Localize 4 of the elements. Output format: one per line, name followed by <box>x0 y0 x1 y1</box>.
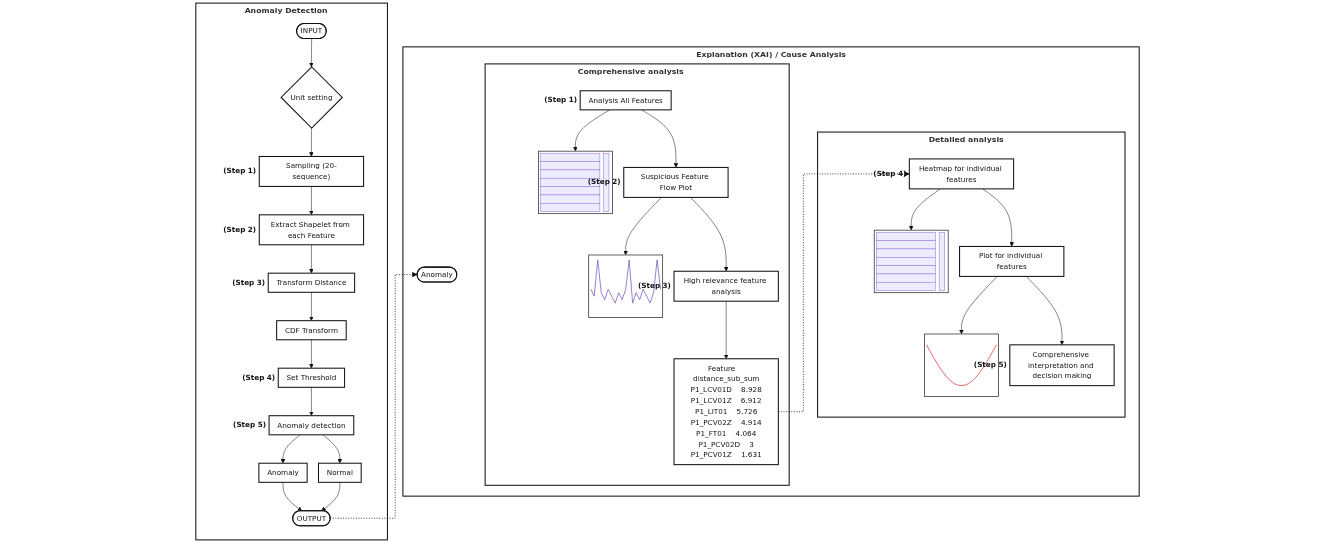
line-chart-picture <box>588 254 664 318</box>
line-chart-picture <box>924 333 999 397</box>
heatmap-picture <box>873 229 949 294</box>
heatmap-picture <box>538 150 613 215</box>
